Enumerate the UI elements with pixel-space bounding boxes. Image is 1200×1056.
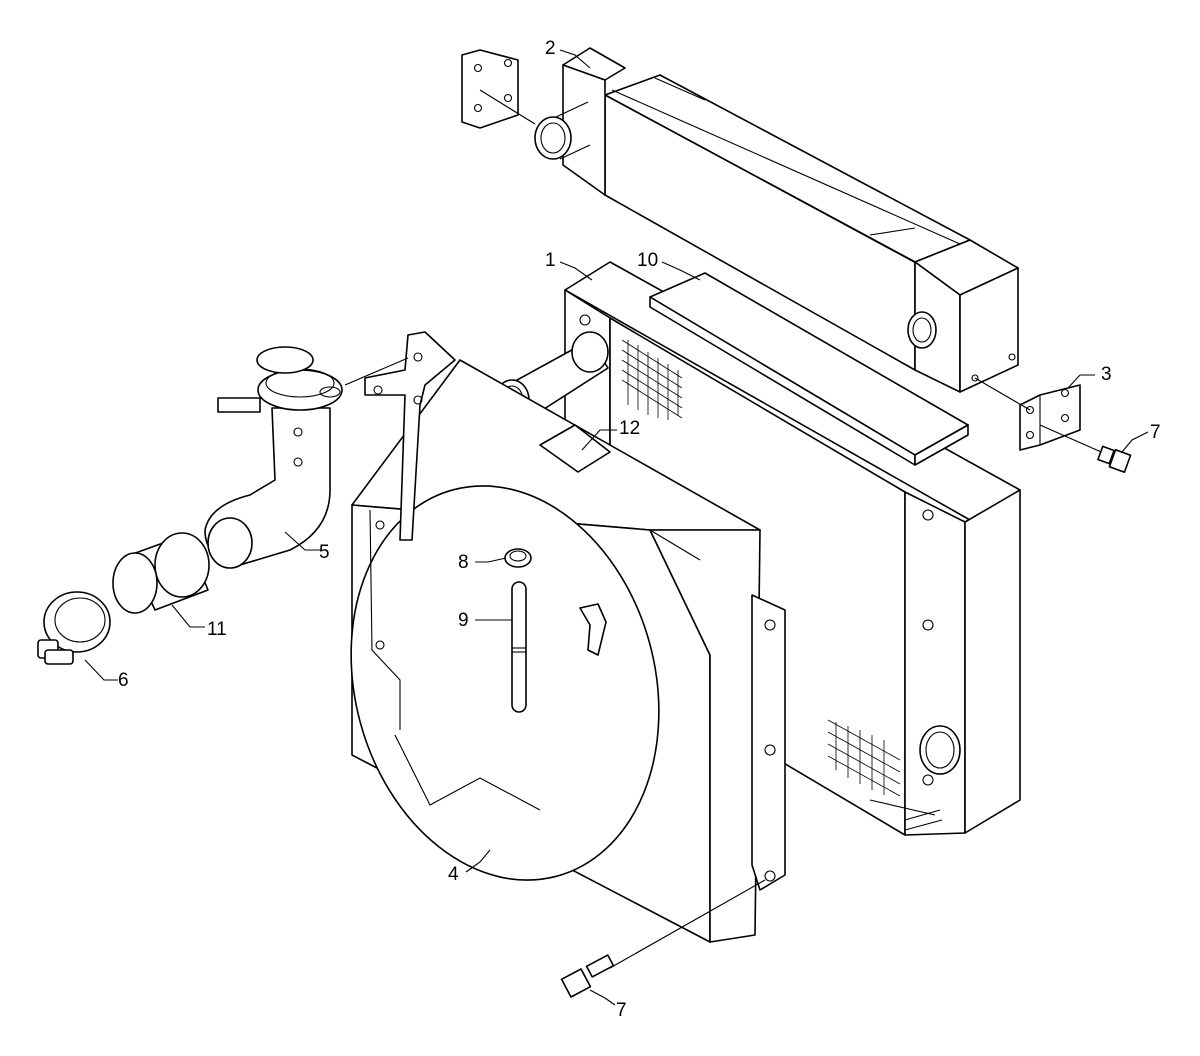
part-bracket-right [974,377,1081,451]
part-filler-hose [204,346,409,569]
leader-lines [84,49,1149,1006]
callout-4: 4 [448,864,459,885]
callout-10: 10 [637,250,658,271]
callout-9: 9 [458,610,469,631]
part-bolt-upper [1039,424,1132,473]
core-fins-lower [827,719,901,797]
callout-labels: 2 1 10 3 7 12 8 9 5 11 6 4 7 [118,38,1161,1021]
callout-7-upper: 7 [1150,422,1161,443]
part-fan-shroud [350,331,786,943]
part-hose-clamp [37,591,111,665]
part-hose-sleeve [112,532,210,614]
part-bolt-lower [560,879,766,998]
part-intercooler [461,47,1019,393]
callout-2: 2 [545,38,556,59]
callout-3: 3 [1101,364,1112,385]
part-label [539,424,611,473]
part-seal-strip [649,272,969,466]
callout-12: 12 [619,418,640,439]
callout-11: 11 [207,619,227,640]
callout-1: 1 [545,250,556,271]
callout-7-lower: 7 [616,1000,627,1021]
part-tube [511,581,527,713]
callout-6: 6 [118,670,129,691]
callout-8: 8 [458,552,469,573]
callout-5: 5 [319,542,330,563]
part-clamp-small [504,548,532,568]
core-fins-upper [621,339,683,420]
